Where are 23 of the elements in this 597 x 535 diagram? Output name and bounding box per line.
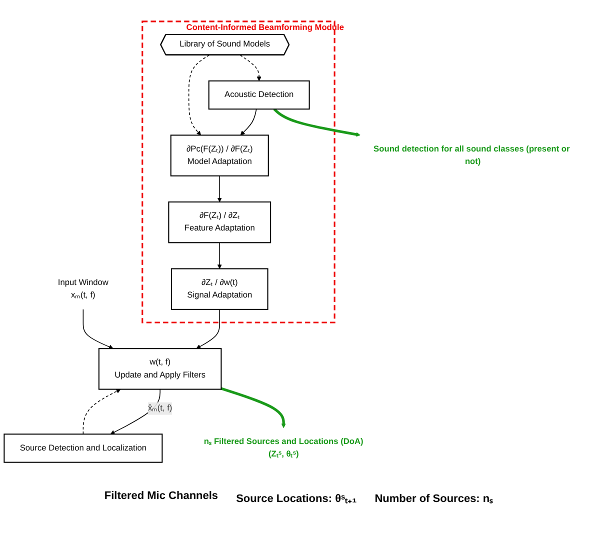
note-text: Filtered Mic Channels [104, 490, 218, 504]
node-box: Acoustic Detection [208, 80, 310, 110]
node-text: Input Window xₘ(t, f) [58, 278, 108, 300]
note-text: Number of Sources: nₛ [374, 492, 493, 505]
edge-label: x̂ₘ(t, f) [148, 404, 172, 413]
arrow [220, 387, 286, 428]
note-text: Source Locations: θˢₜ₊₁ [236, 492, 357, 505]
arrow [217, 175, 222, 202]
node-box: w(t, f) Update and Apply Filters [98, 348, 222, 390]
arrow [273, 108, 360, 137]
arrow [196, 309, 220, 349]
node-box: Source Detection and Localization [4, 434, 163, 463]
arrow [82, 389, 121, 435]
arrow [82, 309, 114, 350]
node-text: Sound detection for all sound classes (present or not) [374, 144, 570, 166]
node-box: ∂F(Zₜ) / ∂Zₜ Feature Adaptation [168, 201, 272, 244]
node-text: nₛ Filtered Sources and Locations (DoA) (Zₜˢ, θₜˢ) [204, 437, 364, 459]
node-box: ∂Pc(F(Zₜ)) / ∂F(Zₜ) Model Adaptation [170, 134, 269, 176]
node-box: ∂Zₜ / ∂w(t) Signal Adaptation [170, 268, 268, 310]
arrow [240, 54, 262, 82]
arrow [240, 108, 257, 136]
arrow [188, 54, 210, 136]
arrow [217, 242, 222, 269]
